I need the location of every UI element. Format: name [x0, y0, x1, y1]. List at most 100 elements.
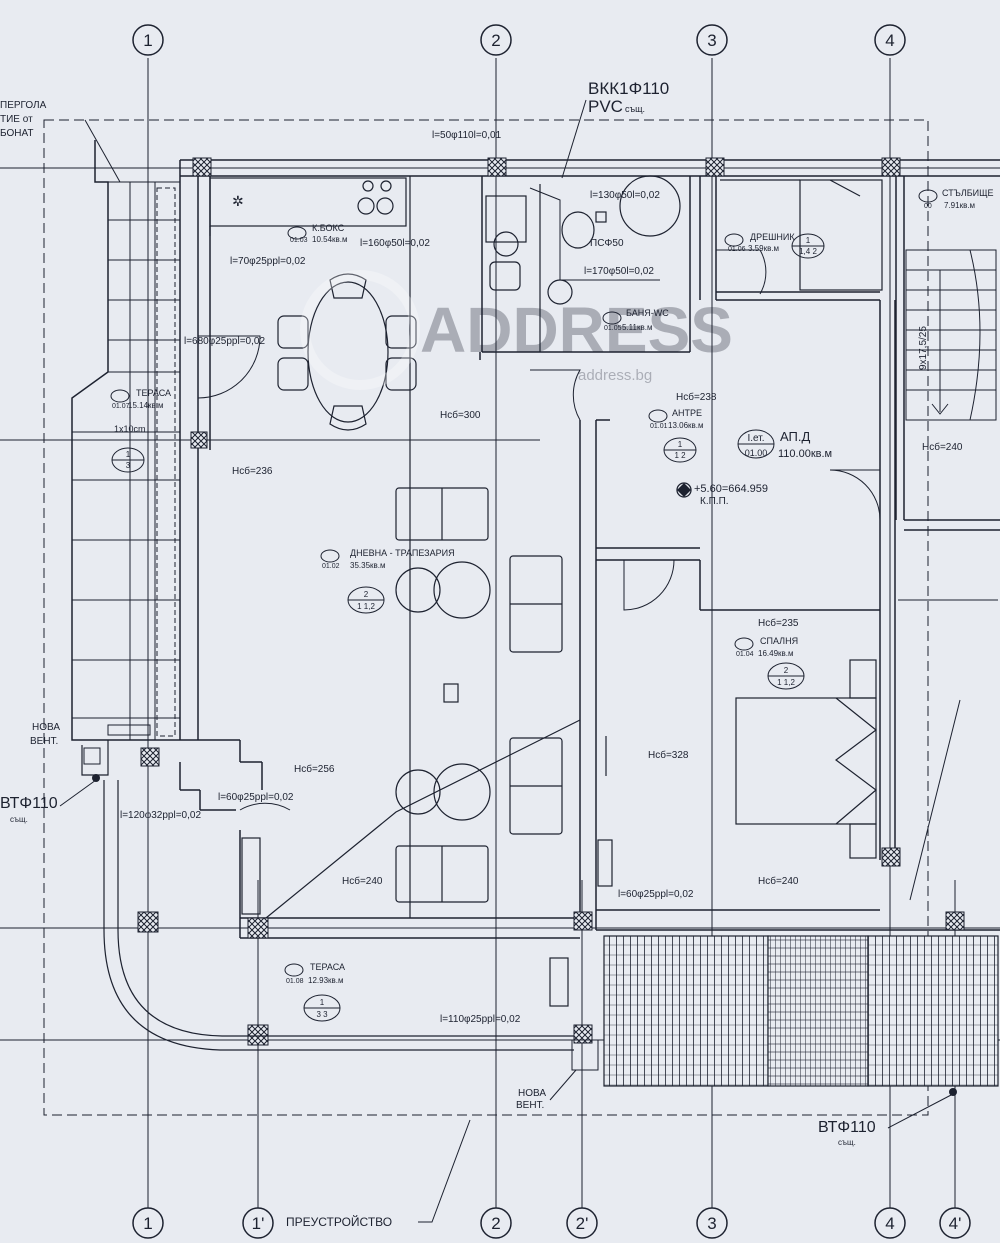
- svg-text:10.54кв.м: 10.54кв.м: [312, 235, 348, 244]
- svg-text:01.00: 01.00: [745, 448, 768, 458]
- main-riser-label: ВКК1Φ110: [588, 79, 669, 98]
- svg-text:1 1,2: 1 1,2: [357, 602, 375, 611]
- grid-bubble-top-3: 3: [696, 24, 728, 56]
- svg-text:СПАЛНЯ: СПАЛНЯ: [760, 636, 798, 646]
- grid-bubble-bottom-2prime: 2': [566, 1207, 598, 1239]
- svg-text:АП.Д: АП.Д: [780, 429, 810, 444]
- svg-text:К.П.П.: К.П.П.: [700, 496, 729, 507]
- right-riser-leader: [887, 1093, 954, 1129]
- room-tag-bath: БАНЯ-WC 01.05 5.11кв.м: [602, 308, 669, 332]
- svg-text:13.06кв.м: 13.06кв.м: [668, 421, 704, 430]
- right-riser-suffix: същ.: [838, 1138, 856, 1147]
- svg-text:СТЪЛБИЩЕ: СТЪЛБИЩЕ: [942, 188, 994, 198]
- bathroom-fixtures: [485, 175, 681, 352]
- slab-outline: [43, 119, 929, 1116]
- room-tag-terrace-left: ТЕРАСА 01.07 15.14кв.м 1x10cm 1 3: [110, 388, 171, 473]
- stairs-note: 9x17,5/25: [918, 326, 929, 370]
- height-label-living: Нсб=300: [440, 409, 481, 421]
- grid-bubble-top-1: 1: [132, 24, 164, 56]
- watermark-logo: ADDRESS address.bg: [300, 270, 733, 390]
- svg-text:16.49кв.м: 16.49кв.м: [758, 649, 794, 658]
- rebuild-note: ПРЕУСТРОЙСТВО: [286, 1214, 392, 1229]
- svg-text:01.05: 01.05: [604, 325, 622, 332]
- right-riser-marker: [949, 1088, 957, 1096]
- bedroom-bed: [597, 659, 877, 887]
- left-riser-label: ВТΦ110: [0, 795, 58, 812]
- svg-text:00: 00: [924, 203, 932, 210]
- room-tag-stairs: СТЪЛБИЩЕ 00 7.91кв.м: [918, 188, 994, 210]
- svg-text:✲: ✲: [232, 193, 244, 209]
- svg-text:БАНЯ-WC: БАНЯ-WC: [626, 308, 669, 318]
- svg-text:01.08: 01.08: [286, 978, 304, 985]
- height-label-bedroom: Нсб=235: [758, 617, 799, 629]
- svg-text:+5.60=664.959: +5.60=664.959: [694, 483, 768, 495]
- nova-vent-right-line-1: НОВА: [518, 1088, 546, 1099]
- svg-text:2: 2: [491, 31, 500, 50]
- svg-text:2: 2: [491, 1214, 500, 1233]
- svg-text:01.04: 01.04: [736, 651, 754, 658]
- grid-bubble-bottom-3: 3: [696, 1207, 728, 1239]
- slope-label-9: l=60φ25ppl=0,02: [618, 889, 694, 900]
- lower-terrace-outline: [103, 780, 574, 1051]
- svg-text:3 3: 3 3: [316, 1010, 328, 1019]
- height-label-window: Нсб=328: [648, 749, 689, 761]
- height-label-bottom-left: Нсб=240: [342, 875, 383, 887]
- nova-vent-right-line-2: ВЕНТ.: [516, 1100, 544, 1111]
- right-terrace-deck: [549, 935, 999, 1087]
- height-label-stairs: Нсб=240: [922, 441, 963, 453]
- slope-label-3: l=160φ50l=0,02: [360, 238, 430, 249]
- room-tag-entry: АНТРЕ 01.01 13.06кв.м 1 1 2: [648, 408, 704, 463]
- drain-label: ПСΦ50: [590, 238, 624, 249]
- columns: [137, 157, 965, 1046]
- grid-bubble-top-2: 2: [480, 24, 512, 56]
- nova-vent-left-line-2: ВЕНТ.: [30, 736, 58, 747]
- svg-text:1,4 2: 1,4 2: [799, 247, 817, 256]
- svg-text:1: 1: [806, 236, 811, 245]
- left-riser-marker: [92, 774, 100, 782]
- slope-label-7: l=60φ25ppl=0,02: [218, 792, 294, 803]
- slope-label-1: l=50φ110l=0,01: [432, 130, 502, 141]
- svg-text:К.БОКС: К.БОКС: [312, 223, 345, 233]
- rebuild-leader: [418, 1119, 471, 1223]
- grid-bubble-bottom-2: 2: [480, 1207, 512, 1239]
- svg-text:2': 2': [576, 1214, 589, 1233]
- svg-text:1 1,2: 1 1,2: [777, 678, 795, 687]
- svg-text:1: 1: [143, 1214, 152, 1233]
- svg-text:01.07: 01.07: [112, 403, 130, 410]
- svg-text:ДНЕВНА - ТРАПЕЗАРИЯ: ДНЕВНА - ТРАПЕЗАРИЯ: [350, 548, 455, 558]
- living-furniture: [241, 176, 581, 919]
- svg-text:4: 4: [885, 31, 894, 50]
- svg-text:3: 3: [707, 31, 716, 50]
- svg-text:3.59кв.м: 3.59кв.м: [748, 244, 779, 253]
- svg-text:4: 4: [885, 1214, 894, 1233]
- svg-text:3: 3: [707, 1214, 716, 1233]
- grid-bubble-bottom-1prime: 1': [242, 1207, 274, 1239]
- svg-text:4': 4': [949, 1214, 962, 1233]
- level-marker: +5.60=664.959 К.П.П.: [676, 482, 768, 507]
- height-label-entry: Нсб=238: [676, 391, 717, 403]
- svg-text:5.11кв.м: 5.11кв.м: [622, 323, 652, 332]
- grid-bubble-bottom-4: 4: [874, 1207, 906, 1239]
- height-label-terrace-left: Нсб=236: [232, 465, 273, 477]
- height-label-terrace-edge: Нсб=256: [294, 763, 335, 775]
- svg-text:15.14кв.м: 15.14кв.м: [128, 401, 164, 410]
- svg-text:ТЕРАСА: ТЕРАСА: [310, 962, 345, 972]
- svg-text:1: 1: [143, 31, 152, 50]
- slope-label-6: l=680φ25ppl=0,02: [184, 336, 265, 347]
- pergola-note-line-3: БОНАТ: [0, 128, 33, 139]
- slope-label-8: l=120φ32ppl=0,02: [120, 810, 201, 821]
- room-tag-living: ДНЕВНА - ТРАПЕЗАРИЯ 01.02 35.35кв.м 2 1 …: [320, 548, 455, 614]
- main-riser-material: PVC: [588, 97, 623, 116]
- slope-label-2: l=130φ50l=0,02: [590, 190, 660, 201]
- grid-bubble-bottom-4prime: 4': [939, 1207, 971, 1239]
- svg-text:3: 3: [126, 461, 131, 470]
- svg-text:ДРЕШНИК: ДРЕШНИК: [750, 232, 795, 242]
- svg-text:110.00кв.м: 110.00кв.м: [778, 448, 832, 460]
- svg-text:01.03: 01.03: [290, 237, 308, 244]
- staircase: [898, 249, 998, 901]
- svg-text:address.bg: address.bg: [578, 367, 652, 384]
- grid-bubble-top-4: 4: [874, 24, 906, 56]
- svg-text:01.06: 01.06: [728, 246, 746, 253]
- apartment-tag: I.ет. 01.00 АП.Д 110.00кв.м: [737, 429, 832, 460]
